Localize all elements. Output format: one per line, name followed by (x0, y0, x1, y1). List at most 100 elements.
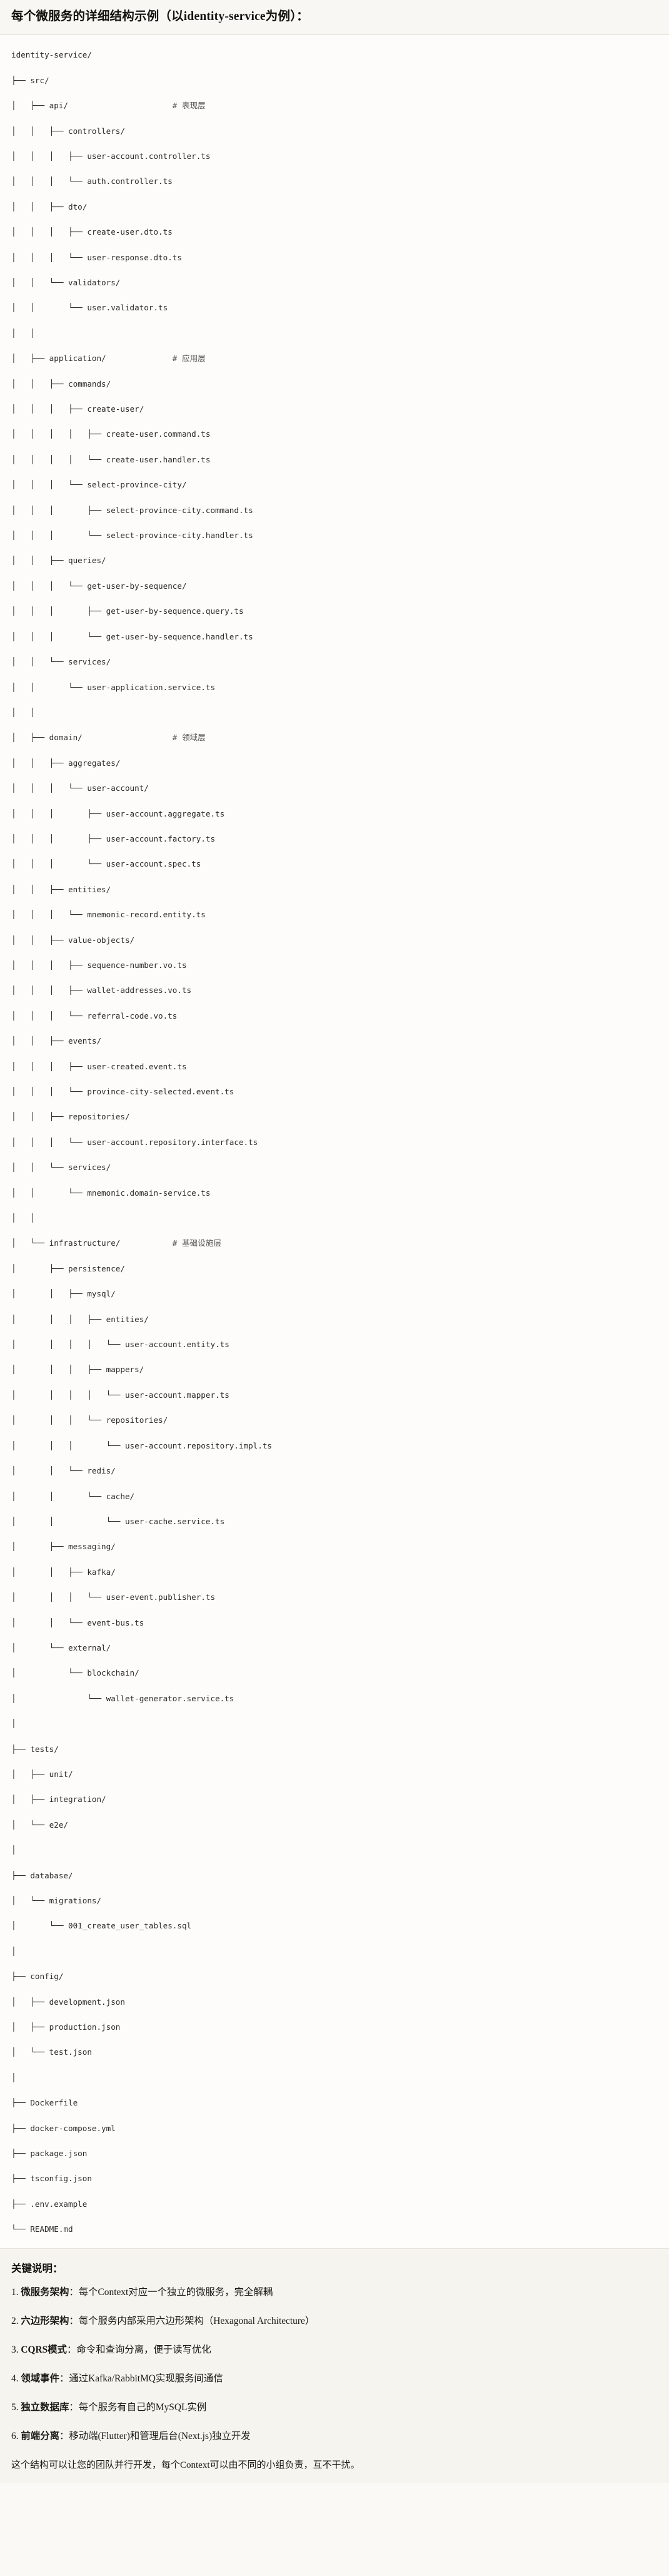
tree-line-text: │ │ │ └── province-city-selected.event.t… (11, 1087, 234, 1096)
tree-line: │ │ ├── commands/ (11, 378, 658, 390)
tree-line: │ │ ├── repositories/ (11, 1111, 658, 1123)
tree-line: │ └── external/ (11, 1642, 658, 1654)
tree-line-text: │ │ │ └── user-event.publisher.ts (11, 1592, 216, 1602)
directory-tree-block: identity-service/ ├── src/ │ ├── api/ # … (0, 35, 669, 2249)
tree-line: │ │ │ └── user-event.publisher.ts (11, 1591, 658, 1604)
key-note-item: 4. 领域事件：通过Kafka/RabbitMQ实现服务间通信 (11, 2371, 658, 2386)
tree-line-text: identity-service/ (11, 50, 92, 60)
tree-line: │ │ │ │ └── user-account.mapper.ts (11, 1389, 658, 1402)
tree-line: │ │ ├── dto/ (11, 201, 658, 213)
key-note-text: 移动端(Flutter)和管理后台(Next.js)独立开发 (69, 2430, 251, 2441)
key-note-term: CQRS模式 (21, 2344, 67, 2356)
key-note-separator: ： (69, 2287, 79, 2298)
tree-line: ├── database/ (11, 1870, 658, 1882)
tree-line-text: │ │ │ └── select-province-city.handler.t… (11, 531, 253, 541)
tree-line: │ │ │ └── user-response.dto.ts (11, 252, 658, 264)
tree-line-text: │ │ (11, 328, 35, 338)
tree-line: │ │ (11, 1212, 658, 1224)
tree-line-text: │ │ │ └── repositories/ (11, 1415, 168, 1425)
tree-line: │ │ │ └── auth.controller.ts (11, 175, 658, 188)
tree-line: │ │ │ └── mnemonic-record.entity.ts (11, 909, 658, 921)
tree-line-text: │ ├── unit/ (11, 1769, 73, 1779)
tree-line-text: │ │ ├── controllers/ (11, 126, 125, 136)
tree-line: │ (11, 1945, 658, 1958)
tree-line-text: │ ├── messaging/ (11, 1542, 116, 1552)
tree-line-text: │ ├── application/ (11, 354, 106, 364)
tree-line: │ │ │ │ ├── create-user.command.ts (11, 428, 658, 440)
tree-line-text: │ │ │ │ └── user-account.entity.ts (11, 1340, 229, 1350)
tree-line: │ │ │ ├── create-user/ (11, 403, 658, 415)
tree-line-text: │ │ │ └── select-province-city/ (11, 480, 187, 490)
tree-line-text: │ │ └── redis/ (11, 1466, 116, 1476)
tree-line: ├── .env.example (11, 2198, 658, 2211)
tree-line-comment: # 应用层 (106, 354, 206, 364)
tree-line: │ ├── api/ # 表现层 (11, 99, 658, 112)
directory-tree: identity-service/ ├── src/ │ ├── api/ # … (11, 49, 658, 2236)
tree-line-text: │ │ │ └── referral-code.vo.ts (11, 1011, 178, 1021)
tree-line: │ │ │ ├── user-account.factory.ts (11, 833, 658, 845)
tree-line: │ │ │ └── get-user-by-sequence.handler.t… (11, 631, 658, 643)
tree-line-text: │ │ ├── value-objects/ (11, 935, 135, 945)
tree-line: ├── tsconfig.json (11, 2172, 658, 2185)
tree-line-text: │ │ └── services/ (11, 657, 111, 667)
tree-line-text: │ (11, 1946, 16, 1956)
tree-line: │ │ └── mnemonic.domain-service.ts (11, 1187, 658, 1199)
tree-line-text: │ │ │ ├── user-created.event.ts (11, 1061, 187, 1071)
tree-line-text: │ │ │ └── user-account.repository.interf… (11, 1137, 258, 1147)
tree-line: │ └── migrations/ (11, 1895, 658, 1907)
tree-line: └── README.md (11, 2223, 658, 2236)
tree-line: │ │ └── user.validator.ts (11, 302, 658, 314)
tree-line-text: │ └── infrastructure/ (11, 1238, 121, 1248)
tree-line-text: │ │ └── mnemonic.domain-service.ts (11, 1188, 211, 1198)
tree-line: │ ├── development.json (11, 1996, 658, 2008)
tree-line: │ │ ├── kafka/ (11, 1566, 658, 1579)
key-note-text: 每个Context对应一个独立的微服务，完全解耦 (78, 2287, 273, 2298)
tree-line-text: │ └── blockchain/ (11, 1668, 139, 1678)
tree-line: │ └── test.json (11, 2046, 658, 2059)
tree-line: │ └── 001_create_user_tables.sql (11, 1920, 658, 1932)
tree-line-text: │ │ │ ├── entities/ (11, 1314, 149, 1324)
tree-line-text: │ │ │ │ └── create-user.handler.ts (11, 454, 211, 464)
tree-line-text: ├── docker-compose.yml (11, 2123, 116, 2133)
key-note-number: 4. (11, 2373, 21, 2385)
key-note-item: 5. 独立数据库：每个服务有自己的MySQL实例 (11, 2400, 658, 2415)
key-note-separator: ： (59, 2430, 69, 2441)
tree-line-text: │ ├── integration/ (11, 1795, 106, 1805)
tree-line-text: │ │ └── user.validator.ts (11, 303, 168, 313)
tree-line: │ │ │ ├── select-province-city.command.t… (11, 504, 658, 517)
tree-line: ├── package.json (11, 2147, 658, 2160)
tree-line: │ │ ├── value-objects/ (11, 934, 658, 947)
tree-line-text: │ (11, 1719, 16, 1729)
tree-line: │ │ └── event-bus.ts (11, 1617, 658, 1629)
tree-line-text: │ (11, 1845, 16, 1855)
tree-line-text: │ │ ├── entities/ (11, 884, 111, 894)
tree-line: │ │ │ └── select-province-city/ (11, 479, 658, 491)
tree-line: │ │ │ ├── mappers/ (11, 1363, 658, 1376)
tree-line-text: │ └── test.json (11, 2047, 92, 2057)
tree-line-text: │ │ │ └── user-response.dto.ts (11, 252, 182, 262)
tree-line: │ │ │ └── get-user-by-sequence/ (11, 580, 658, 593)
tree-line-text: │ │ │ └── user-account/ (11, 783, 149, 793)
tree-line-text: │ │ ├── aggregates/ (11, 758, 121, 768)
key-note-number: 1. (11, 2287, 21, 2298)
closing-paragraph: 这个结构可以让您的团队并行开发，每个Context可以由不同的小组负责，互不干扰… (11, 2460, 360, 2470)
tree-line: │ │ │ ├── user-account.controller.ts (11, 150, 658, 163)
tree-line-text: │ │ │ └── user-account.repository.impl.t… (11, 1440, 273, 1450)
tree-line: │ ├── integration/ (11, 1793, 658, 1806)
tree-line-text: │ │ └── user-application.service.ts (11, 682, 216, 692)
tree-line-text: ├── tests/ (11, 1744, 59, 1754)
tree-line-text: │ │ │ ├── user-account.factory.ts (11, 833, 216, 843)
key-note-text: 通过Kafka/RabbitMQ实现服务间通信 (69, 2373, 223, 2385)
tree-line: │ │ (11, 706, 658, 719)
key-note-text: 每个服务内部采用六边形架构（Hexagonal Architecture） (78, 2316, 315, 2327)
tree-line: │ │ │ │ └── create-user.handler.ts (11, 454, 658, 466)
tree-line-text: ├── .env.example (11, 2199, 88, 2209)
tree-line: │ │ │ ├── user-created.event.ts (11, 1061, 658, 1073)
tree-line-text: │ │ (11, 707, 35, 717)
tree-line: │ │ │ ├── get-user-by-sequence.query.ts (11, 605, 658, 618)
tree-line-text: ├── package.json (11, 2149, 88, 2159)
tree-line-text: │ │ │ ├── mappers/ (11, 1365, 144, 1375)
tree-line: │ │ (11, 327, 658, 340)
tree-line-text: │ │ │ ├── create-user.dto.ts (11, 227, 173, 237)
